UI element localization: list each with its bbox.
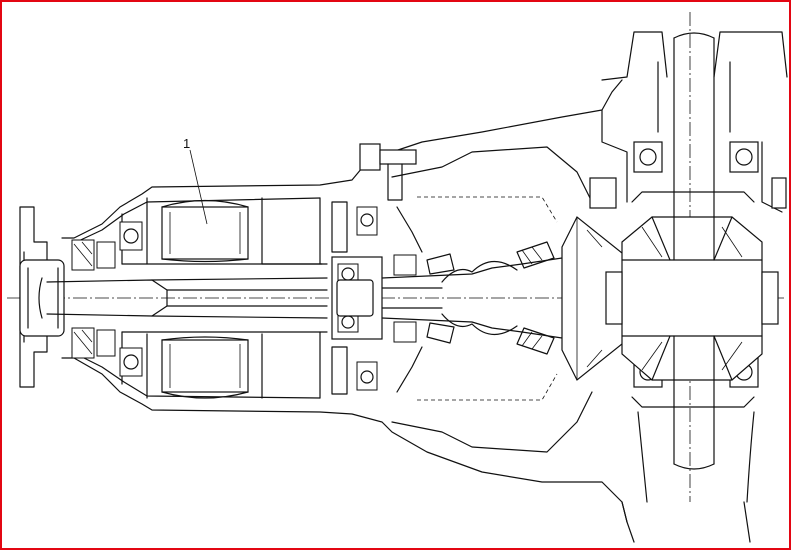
callout-1: 1 [183, 136, 208, 225]
main-shaft [46, 263, 328, 333]
center-bearing [331, 206, 383, 391]
differential-housing [589, 31, 788, 543]
front-seal-bearing [71, 221, 143, 377]
mounting-bolt [359, 143, 417, 201]
callout-1-label: 1 [183, 136, 190, 151]
rear-housing [391, 146, 593, 453]
output-flange [19, 206, 65, 388]
pinion-bearings [393, 241, 555, 355]
differential-gears [605, 216, 779, 381]
pinion-shaft [381, 257, 563, 339]
gear-1 [161, 199, 249, 399]
pinion-gear [561, 216, 628, 381]
axle-shaft [637, 32, 755, 503]
